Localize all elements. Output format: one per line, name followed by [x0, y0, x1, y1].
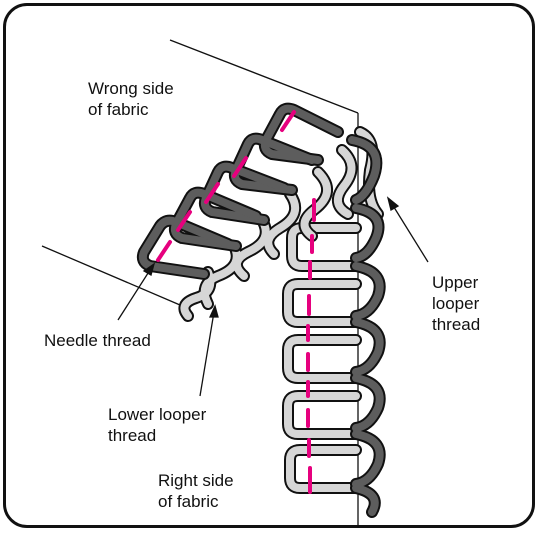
upper-looper-loops: [143, 109, 338, 274]
label-needle-thread: Needle thread: [44, 330, 151, 351]
wrong-side-top-edge: [170, 40, 358, 113]
label-lower-looper-thread: Lower looper thread: [108, 404, 206, 446]
arrowhead: [388, 198, 398, 210]
lower-looper-loops: [288, 228, 356, 488]
needle-thread-stitch: [158, 242, 170, 260]
label-right-side-of-fabric: Right side of fabric: [158, 470, 234, 512]
label-upper-looper-thread: Upper looper thread: [432, 272, 480, 335]
label-wrong-side-of-fabric: Wrong side of fabric: [88, 78, 174, 120]
